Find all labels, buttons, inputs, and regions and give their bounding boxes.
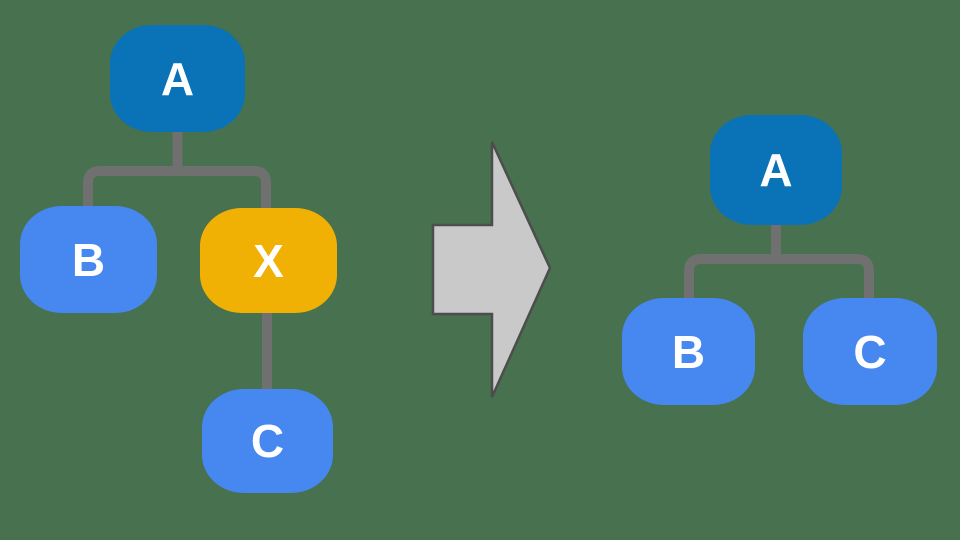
right-tree-node-b: B bbox=[622, 298, 755, 405]
left-tree-node-x: X bbox=[200, 208, 337, 313]
right-tree-node-a: A bbox=[710, 115, 842, 225]
left-tree-node-a: A bbox=[110, 25, 245, 132]
left-tree-node-x-label: X bbox=[253, 234, 284, 287]
right-tree-node-c: C bbox=[803, 298, 937, 405]
transform-arrow-icon bbox=[431, 141, 552, 398]
left-tree-node-c-label: C bbox=[250, 415, 285, 467]
left-tree-node-c: C bbox=[202, 389, 333, 493]
right-tree-node-c-label: C bbox=[853, 325, 887, 378]
right-tree-node-a-label: A bbox=[759, 144, 793, 196]
left-tree-edge-branch bbox=[83, 166, 271, 212]
left-tree-node-b: B bbox=[20, 206, 157, 313]
right-tree-edge-branch bbox=[684, 254, 874, 302]
left-tree-node-b-label: B bbox=[71, 233, 106, 286]
right-tree-node-b-label: B bbox=[671, 325, 706, 378]
left-tree-node-a-label: A bbox=[160, 52, 195, 105]
